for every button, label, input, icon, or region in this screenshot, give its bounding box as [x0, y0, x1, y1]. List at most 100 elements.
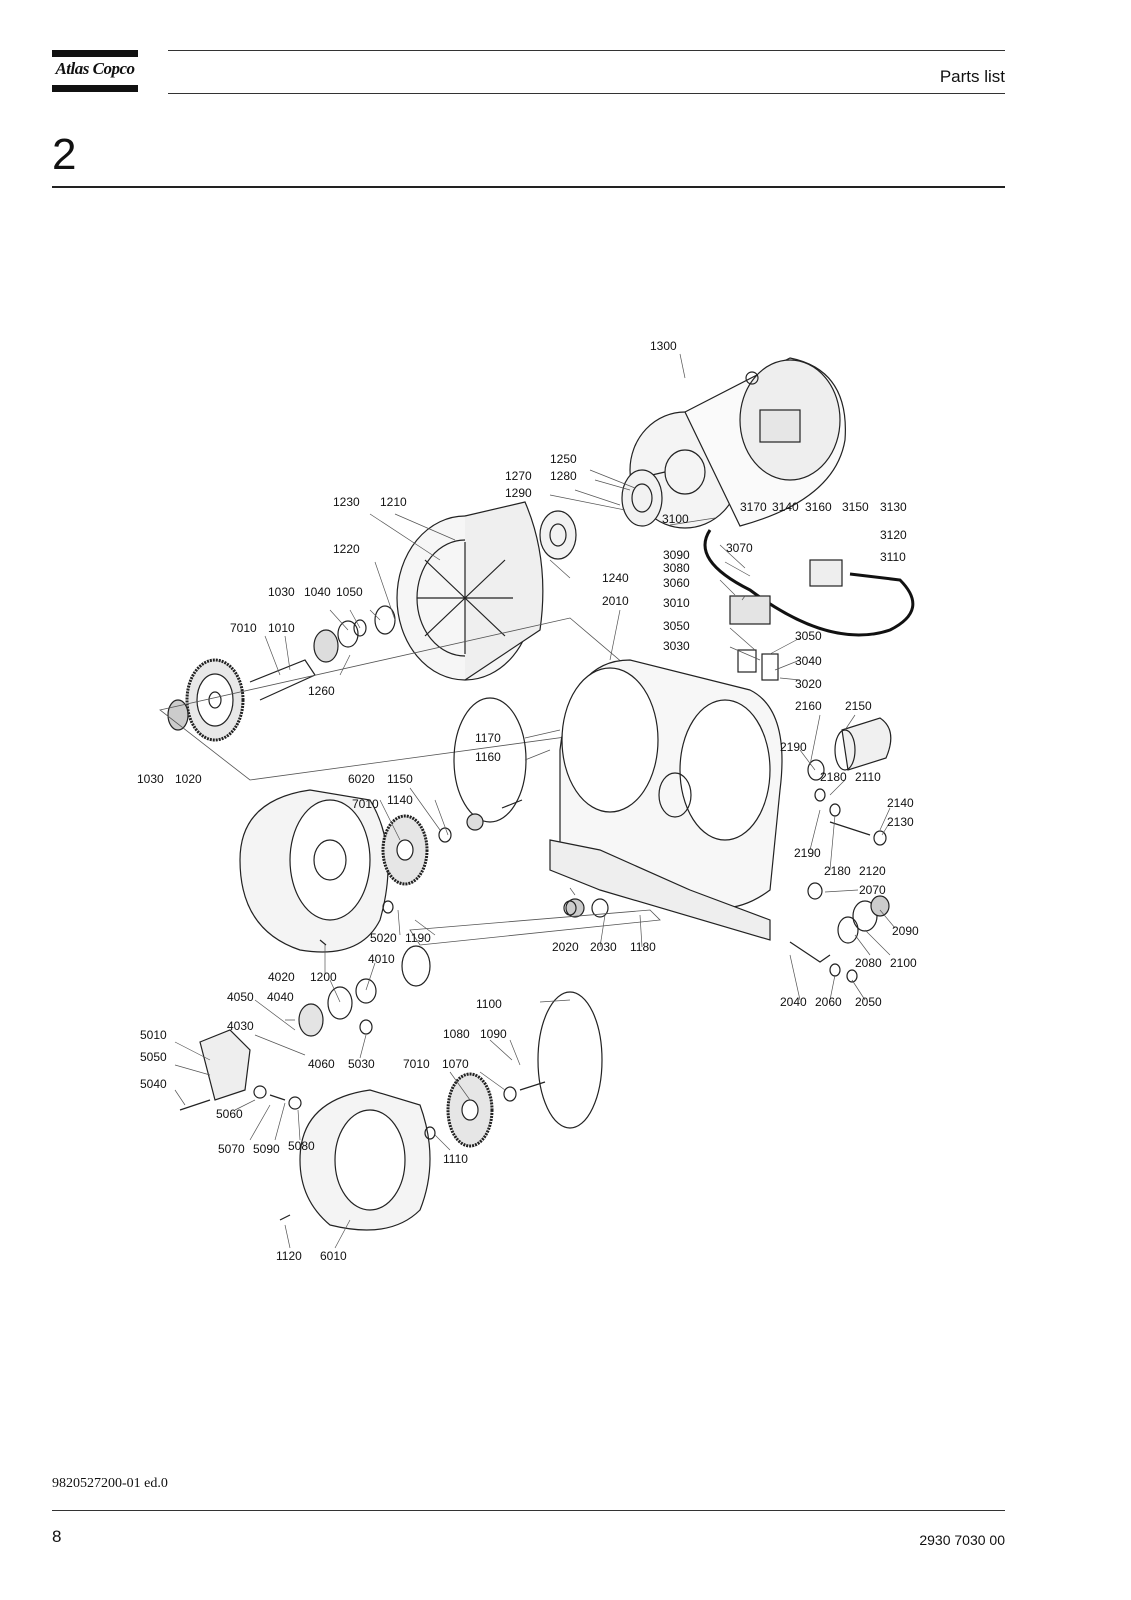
part-label: 2090 — [892, 924, 919, 938]
part-label: 3050 — [663, 619, 690, 633]
header-rule-top — [168, 50, 1005, 51]
part-label: 3150 — [842, 500, 869, 514]
part-label: 2020 — [552, 940, 579, 954]
part-label: 3080 — [663, 561, 690, 575]
part-label: 2150 — [845, 699, 872, 713]
part-label: 2160 — [795, 699, 822, 713]
gear-7010-mid-drawing — [381, 814, 429, 886]
leader-lines — [174, 353, 896, 1249]
part-label: 4020 — [268, 970, 295, 984]
part-label: 5050 — [140, 1050, 167, 1064]
part-label: 3160 — [805, 500, 832, 514]
part-label: 6020 — [348, 772, 375, 786]
gear-7010-top-drawing — [185, 658, 245, 742]
part-label: 2190 — [780, 740, 807, 754]
coupling-drawing — [539, 469, 663, 560]
part-label: 1250 — [550, 452, 577, 466]
part-label: 5030 — [348, 1057, 375, 1071]
part-label: 2070 — [859, 883, 886, 897]
bell-housing-drawing — [396, 501, 544, 681]
part-label: 2080 — [855, 956, 882, 970]
part-label: 5040 — [140, 1077, 167, 1091]
part-label: 1120 — [276, 1249, 302, 1263]
part-label: 1030 — [137, 772, 164, 786]
footer-rule — [52, 1510, 1005, 1511]
part-label: 2030 — [590, 940, 617, 954]
part-label: 6010 — [320, 1249, 347, 1263]
part-labels-group: 1300 1250 1270 1280 1290 3100 1230 1210 … — [137, 339, 919, 1263]
atlas-copco-logo: Atlas Copco — [52, 50, 138, 92]
part-label: 4040 — [267, 990, 294, 1004]
part-label: 1240 — [602, 571, 629, 585]
section-number: 2 — [52, 130, 77, 179]
exploded-parts-diagram: 1300 1250 1270 1280 1290 3100 1230 1210 … — [137, 339, 919, 1263]
part-label: 2100 — [890, 956, 917, 970]
part-label: 1080 — [443, 1027, 470, 1041]
part-label: 4050 — [227, 990, 254, 1004]
part-label: 1190 — [405, 931, 431, 945]
part-label: 3120 — [880, 528, 907, 542]
part-label: 1160 — [475, 750, 501, 764]
part-label: 2060 — [815, 995, 842, 1009]
part-label: 3060 — [663, 576, 690, 590]
part-label: 2110 — [855, 770, 881, 784]
part-label: 1010 — [268, 621, 295, 635]
part-label: 1090 — [480, 1027, 507, 1041]
part-label: 5060 — [216, 1107, 243, 1121]
part-label: 3050 — [795, 629, 822, 643]
diagram-drawing — [159, 353, 915, 1249]
part-label: 3130 — [880, 500, 907, 514]
part-label: 2120 — [859, 864, 886, 878]
part-label: 5010 — [140, 1028, 167, 1042]
part-label: 2180 — [824, 864, 851, 878]
section-rule — [52, 186, 1005, 188]
part-label: 1270 — [505, 469, 532, 483]
part-label: 3010 — [663, 596, 690, 610]
part-label: 1100 — [476, 997, 502, 1011]
part-label: 1150 — [387, 772, 413, 786]
part-label: 1210 — [380, 495, 407, 509]
part-label: 1070 — [442, 1057, 469, 1071]
part-label: 1170 — [475, 731, 501, 745]
part-label: 5080 — [288, 1139, 315, 1153]
part-label: 1050 — [336, 585, 363, 599]
part-label: 1280 — [550, 469, 577, 483]
part-label: 1180 — [630, 940, 656, 954]
part-label: 3100 — [662, 512, 689, 526]
lower-housing-6020-drawing — [239, 789, 389, 953]
part-label: 4030 — [227, 1019, 254, 1033]
part-label: 2140 — [887, 796, 914, 810]
part-label: 2190 — [794, 846, 821, 860]
part-label: 3040 — [795, 654, 822, 668]
part-label: 5070 — [218, 1142, 245, 1156]
part-label: 3020 — [795, 677, 822, 691]
page-number: 8 — [52, 1527, 62, 1546]
part-label: 1200 — [310, 970, 337, 984]
part-label: 1140 — [387, 793, 413, 807]
part-label: 1030 — [268, 585, 295, 599]
lower-housing-6010-drawing — [299, 1089, 431, 1231]
part-label: 1220 — [333, 542, 360, 556]
part-label: 3030 — [663, 639, 690, 653]
part-label: 4010 — [368, 952, 395, 966]
part-label: 1110 — [443, 1152, 468, 1166]
part-label: 2010 — [602, 594, 629, 608]
part-label: 3090 — [663, 548, 690, 562]
part-label: 1290 — [505, 486, 532, 500]
part-label: 2050 — [855, 995, 882, 1009]
gearbox-casing-drawing — [453, 659, 783, 941]
part-label: 1230 — [333, 495, 360, 509]
part-label: 2130 — [887, 815, 914, 829]
part-label: 2180 — [820, 770, 847, 784]
part-label: 1040 — [304, 585, 331, 599]
header-title: Parts list — [939, 67, 1005, 86]
part-label: 1300 — [650, 339, 677, 353]
header-rule-bottom — [168, 93, 1005, 94]
part-label: 3140 — [772, 500, 799, 514]
part-label: 3070 — [726, 541, 753, 555]
part-label: 4060 — [308, 1057, 335, 1071]
part-label: 5090 — [253, 1142, 280, 1156]
part-label: 7010 — [403, 1057, 430, 1071]
part-label: 2040 — [780, 995, 807, 1009]
document-reference: 9820527200-01 ed.0 — [52, 1476, 168, 1491]
